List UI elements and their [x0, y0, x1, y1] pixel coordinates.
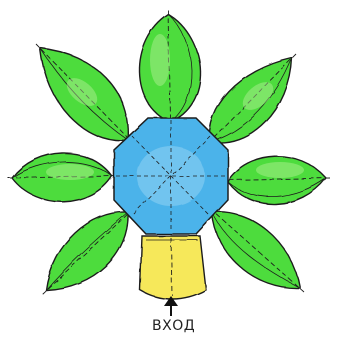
petal-lower-right	[212, 212, 304, 292]
center-hall	[114, 118, 228, 234]
petal-top	[139, 10, 201, 122]
petal-lower-left	[42, 212, 130, 294]
entrance-label: ВХОД	[152, 318, 192, 334]
entrance-block	[140, 236, 206, 299]
